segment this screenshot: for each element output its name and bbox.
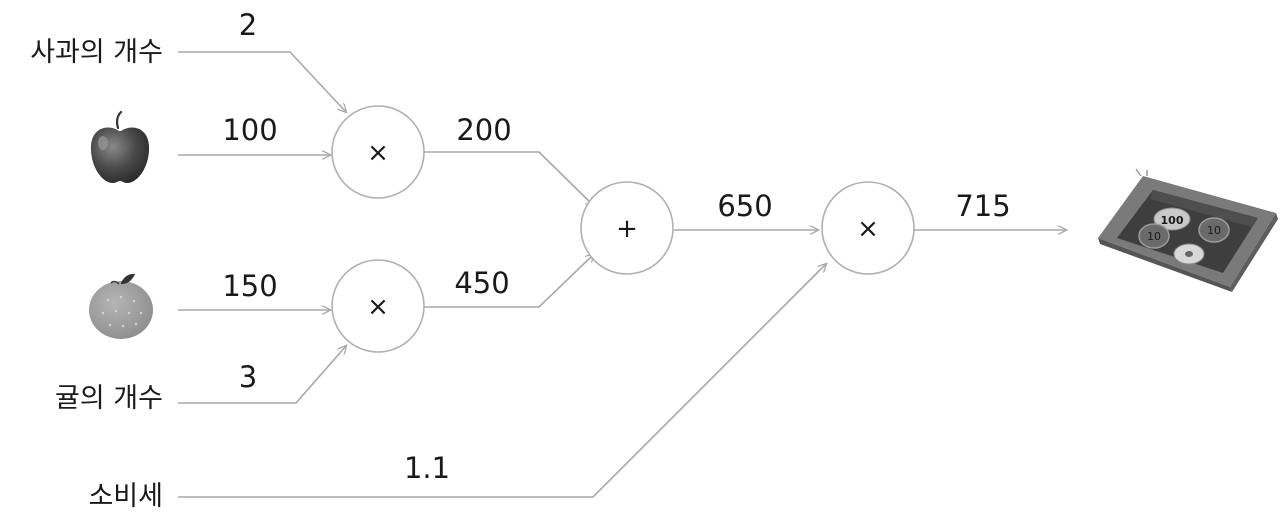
sum-value: 650 bbox=[717, 189, 772, 223]
edge-apple-total bbox=[424, 151, 594, 206]
orange-total-value: 450 bbox=[454, 266, 509, 300]
multiply-symbol: × bbox=[857, 214, 879, 244]
multiply-symbol: × bbox=[367, 292, 389, 322]
edge-tax bbox=[178, 264, 826, 498]
svg-text:100: 100 bbox=[1161, 214, 1184, 227]
tax-label: 소비세 bbox=[88, 481, 163, 512]
apple-count-value: 2 bbox=[239, 8, 257, 42]
coin-5: 5 bbox=[1173, 243, 1205, 265]
apple-total-value: 200 bbox=[456, 113, 511, 147]
svg-text:10: 10 bbox=[1207, 224, 1221, 237]
edge-orange-total bbox=[424, 254, 594, 308]
apple-count-label: 사과의 개수 bbox=[30, 37, 163, 68]
coin-100: 100 bbox=[1153, 207, 1191, 231]
add-node: + bbox=[580, 181, 674, 275]
apple-price-value: 100 bbox=[222, 113, 277, 147]
coin-tray-icon: 100 10 10 5 bbox=[1098, 168, 1278, 292]
edge-orange-count bbox=[178, 346, 346, 404]
coin-10-right: 10 bbox=[1198, 217, 1230, 243]
orange-icon bbox=[89, 273, 153, 339]
multiply-symbol: × bbox=[367, 138, 389, 168]
orange-count-label: 귤의 개수 bbox=[55, 383, 163, 414]
orange-price-value: 150 bbox=[222, 269, 277, 303]
multiply-node-orange: × bbox=[331, 259, 425, 353]
result-value: 715 bbox=[955, 189, 1010, 223]
tax-value: 1.1 bbox=[404, 451, 450, 485]
apple-icon bbox=[90, 110, 150, 183]
multiply-node-tax: × bbox=[821, 181, 915, 275]
multiply-node-apple: × bbox=[331, 105, 425, 199]
add-symbol: + bbox=[616, 214, 638, 244]
svg-text:10: 10 bbox=[1147, 230, 1161, 243]
coin-10-left: 10 bbox=[1138, 223, 1170, 249]
orange-count-value: 3 bbox=[239, 360, 257, 394]
edge-apple-count bbox=[178, 51, 346, 112]
